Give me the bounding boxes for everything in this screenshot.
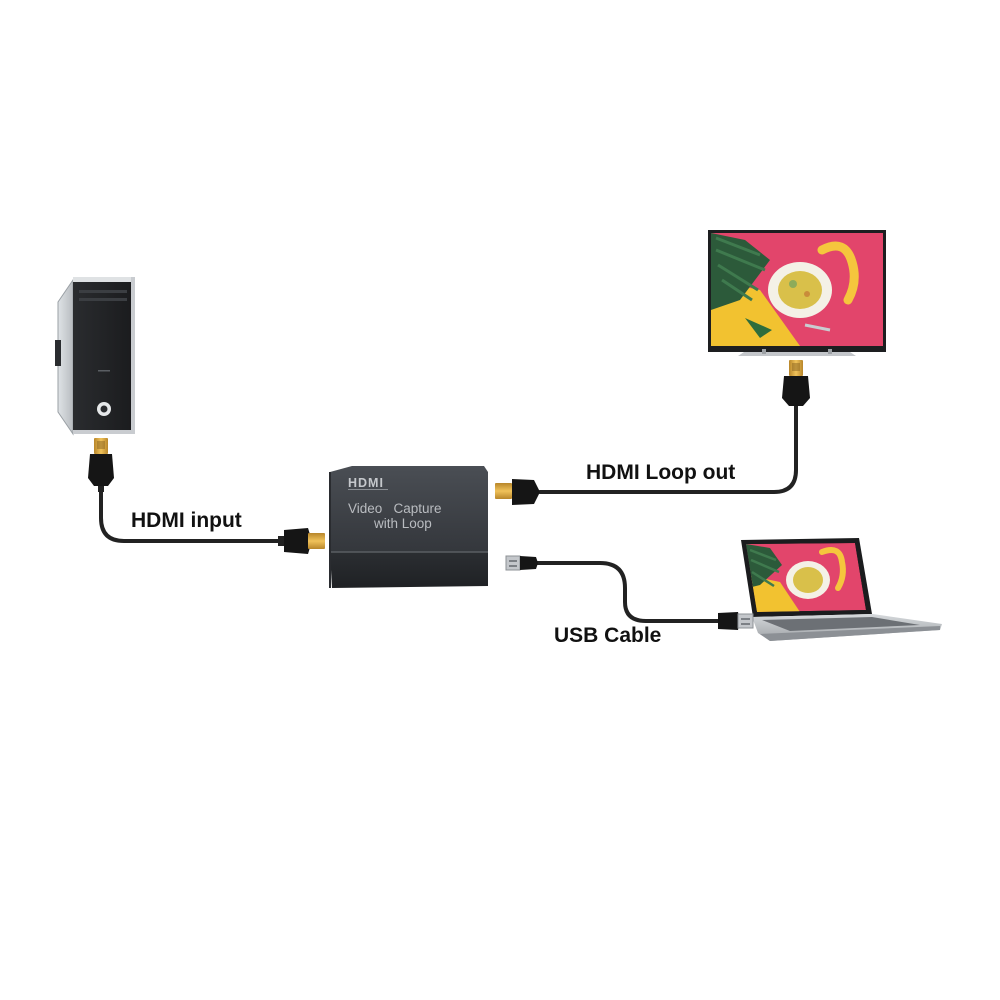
usb-cable-line bbox=[534, 561, 723, 623]
device-label-line2: with Loop bbox=[373, 516, 432, 531]
tv-monitor-icon bbox=[708, 230, 886, 356]
hdmi-plug-icon bbox=[88, 438, 114, 492]
hdmi-input-label: HDMI input bbox=[131, 509, 242, 532]
device-brand-logo: HDMI bbox=[348, 476, 384, 490]
hdmi-plug-icon bbox=[278, 528, 325, 554]
hdmi-plug-icon bbox=[782, 360, 810, 406]
hdmi-input-cable bbox=[99, 482, 284, 543]
pc-tower-icon bbox=[55, 277, 135, 436]
laptop-screen-image bbox=[746, 543, 866, 612]
usb-cable-label: USB Cable bbox=[554, 624, 662, 647]
hdmi-loop-out-label: HDMI Loop out bbox=[586, 461, 736, 484]
device-label-line1: Video Capture bbox=[348, 501, 442, 516]
hdmi-plug-icon bbox=[495, 479, 540, 505]
hdmi-loop-out-cable bbox=[538, 403, 798, 494]
capture-device-icon: HDMI Video Capture with Loop bbox=[329, 466, 488, 588]
tv-screen-image bbox=[711, 233, 883, 346]
usb-plug-icon bbox=[505, 555, 538, 571]
laptop-icon bbox=[741, 538, 942, 641]
usb-plug-icon bbox=[718, 612, 754, 630]
